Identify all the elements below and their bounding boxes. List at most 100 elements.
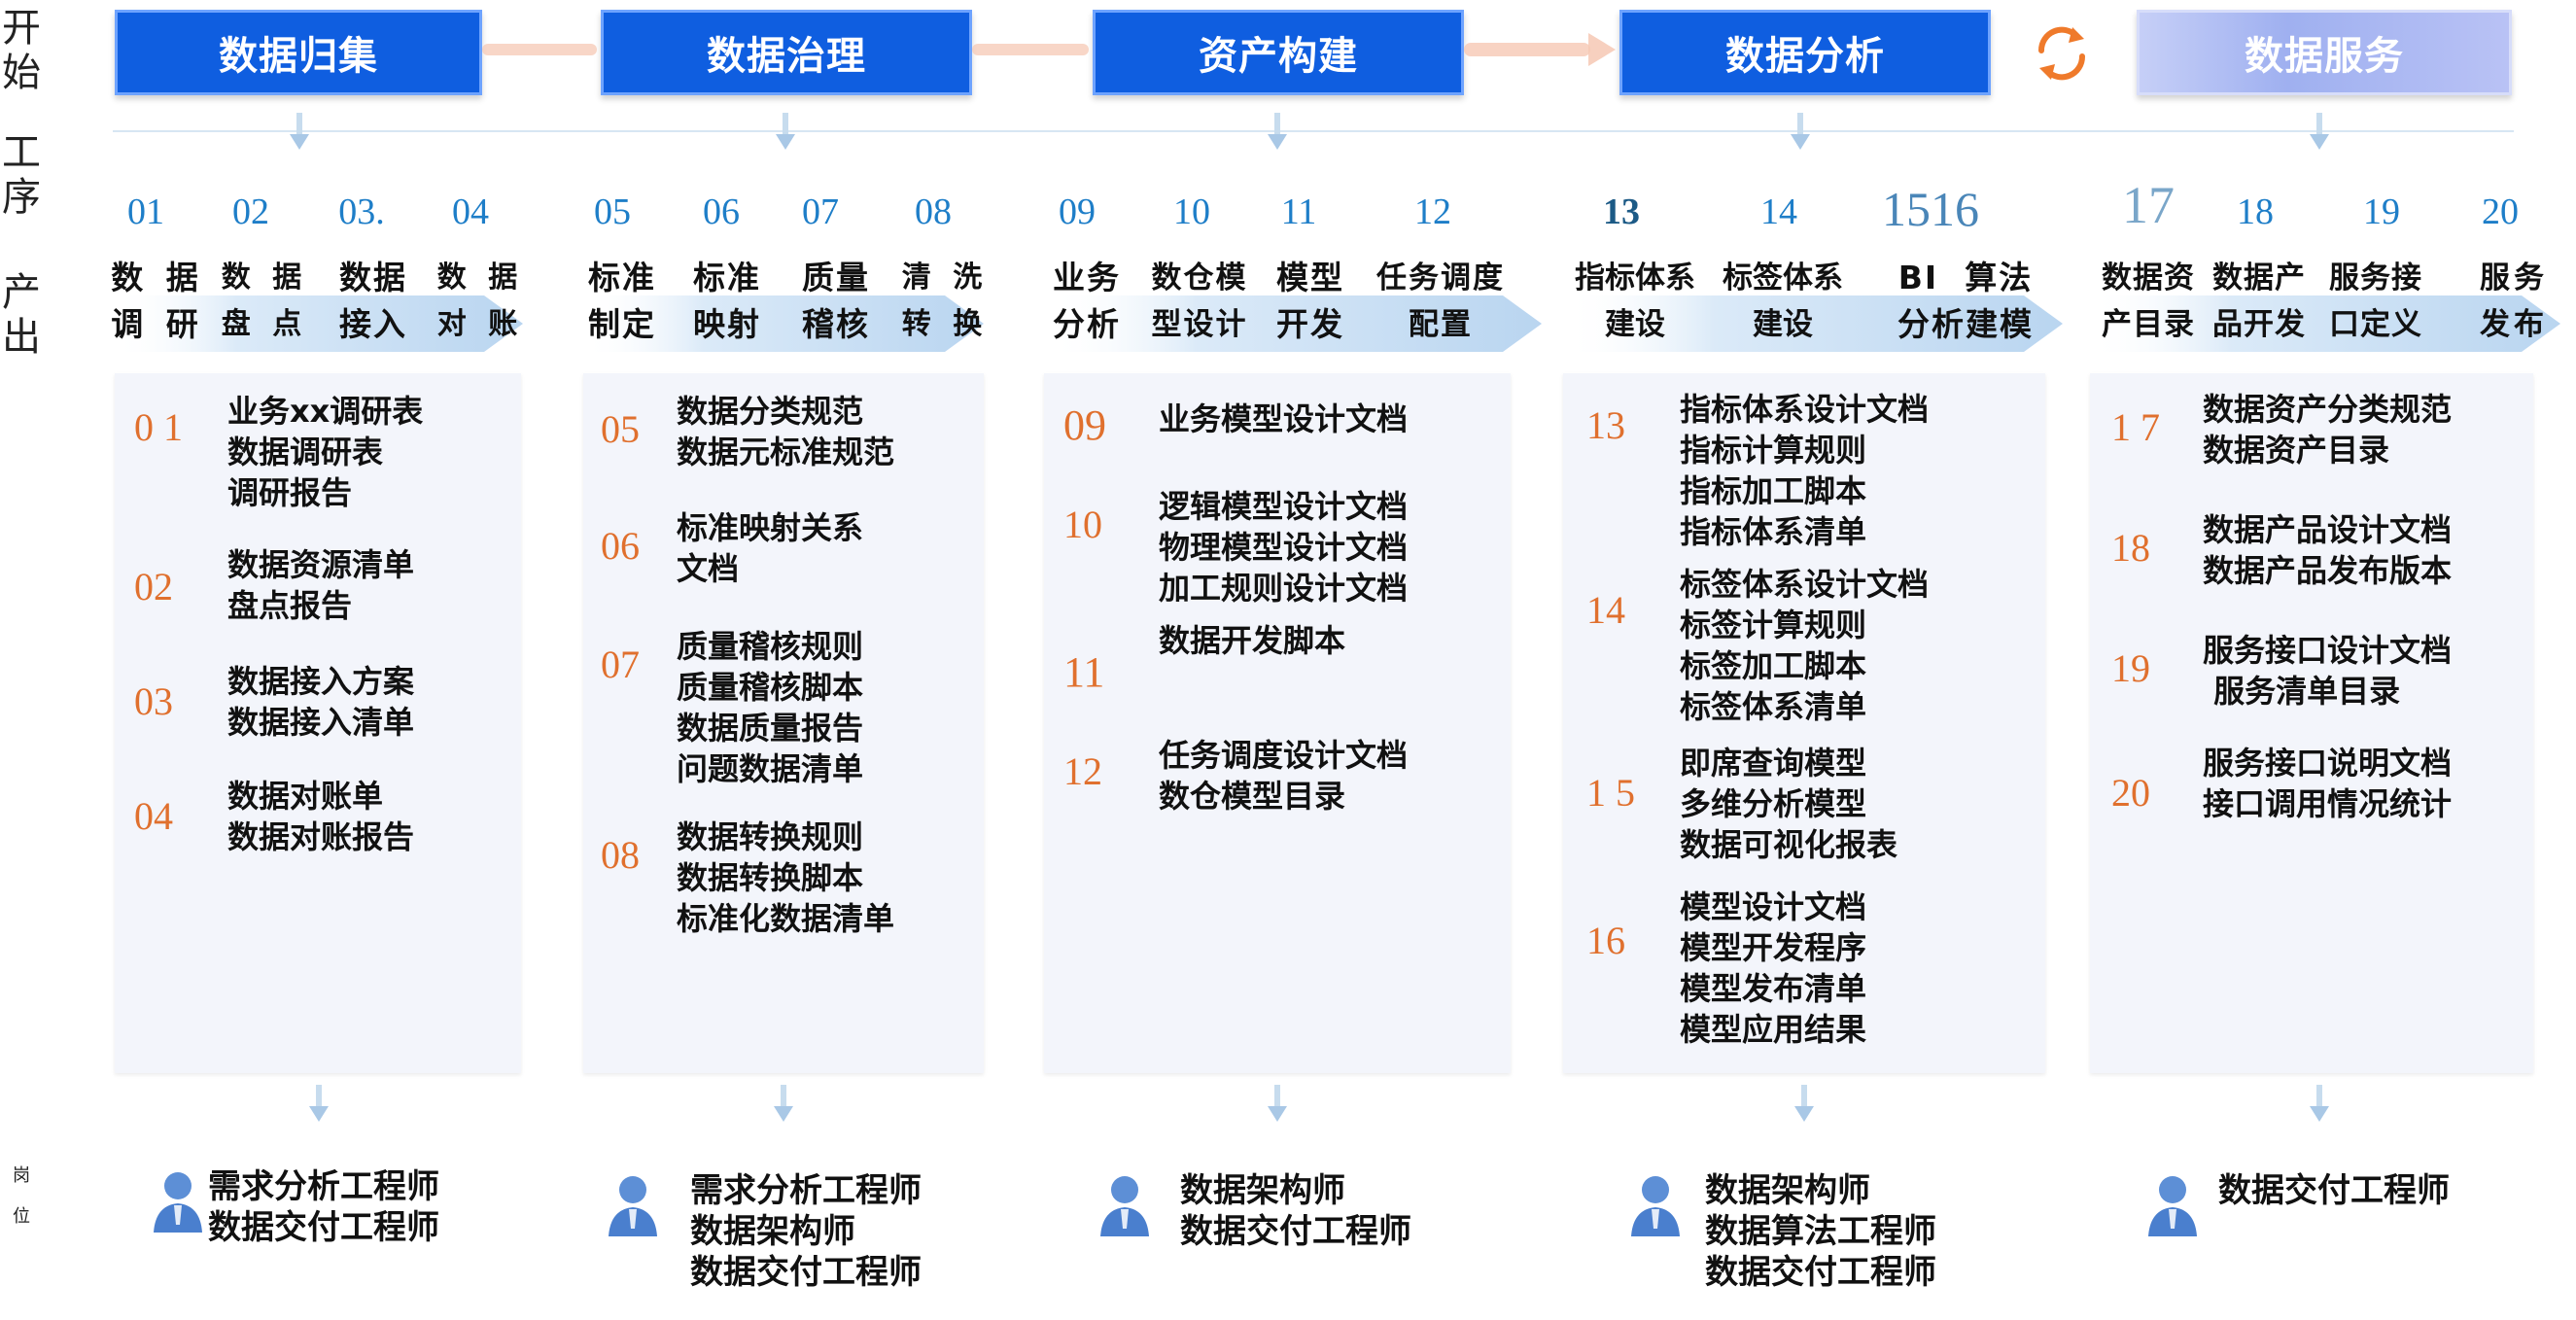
step-label: 数仓模 型设计 [1151, 261, 1248, 342]
output-item-number: 1 7 [2111, 405, 2160, 449]
output-line: 数据资源清单 [227, 546, 415, 583]
step-label: 数据资 产目录 [2102, 261, 2195, 342]
output-item-number: 14 [1586, 588, 1625, 632]
process-ribbon [1565, 295, 2063, 352]
row-label-process-1: 工 [2, 130, 41, 174]
step-number: 02 [232, 191, 269, 232]
role-name: 数据交付工程师 [208, 1208, 439, 1247]
output-line: 数据开发脚本 [1159, 622, 1346, 659]
step-label: 任务调度 配置 [1376, 261, 1505, 342]
step-number: 10 [1173, 191, 1210, 232]
output-panel-service: 1 7 数据资产分类规范 数据资产目录 18 数据产品设计文档 数据产品发布版本… [2090, 373, 2533, 1073]
output-line: 盘点报告 [227, 587, 353, 624]
output-line: 数据转换规则 [677, 818, 864, 855]
step-label: 数 据 对 账 [436, 261, 524, 341]
step-label: 模型 开发 [1276, 259, 1344, 343]
output-item-number: 20 [2111, 771, 2150, 815]
down-arrow-icon [1794, 1085, 1814, 1122]
output-item-lines: 即席查询模型 多维分析模型 数据可视化报表 [1680, 743, 1897, 865]
output-line: 数据对账报告 [227, 818, 415, 855]
row-label-post: 岗 位 [2, 1155, 41, 1236]
output-line: 业务模型设计文档 [1159, 400, 1409, 437]
output-item-number: 12 [1063, 749, 1102, 793]
step-label: 清 洗 转 换 [901, 261, 989, 341]
output-item-number: 13 [1586, 403, 1625, 447]
process-ribbon [2090, 295, 2560, 352]
step-label: 指标体系 建设 [1575, 261, 1695, 342]
row-label-process: 工 序 [2, 130, 41, 220]
role-name: 数据交付工程师 [1180, 1212, 1411, 1251]
role-names: 数据架构师 数据算法工程师 数据交付工程师 [1705, 1170, 1936, 1293]
output-line: 指标加工脚本 [1680, 472, 1867, 509]
output-item-number: 08 [601, 833, 640, 877]
output-item-lines: 指标体系设计文档 指标计算规则 指标加工脚本 指标体系清单 [1680, 389, 1929, 552]
output-line: 指标体系设计文档 [1680, 391, 1930, 428]
process-ribbon [115, 295, 523, 352]
role-names: 需求分析工程师 数据交付工程师 [208, 1166, 439, 1248]
output-line: 数仓模型目录 [1159, 778, 1346, 815]
refresh-icon [2037, 26, 2086, 81]
output-line: 数据接入方案 [227, 663, 415, 700]
output-line: 标准化数据清单 [677, 900, 895, 937]
output-item-lines: 数据接入方案 数据接入清单 [227, 661, 414, 743]
output-item-number: 10 [1063, 503, 1102, 546]
output-line: 标签加工脚本 [1680, 647, 1867, 684]
output-line: 加工规则设计文档 [1159, 570, 1409, 607]
row-label-process-2: 序 [2, 175, 41, 219]
engineer-avatar-icon [1100, 1176, 1149, 1236]
down-arrow-icon [1791, 113, 1810, 150]
phase-link-arrow [1464, 33, 1616, 66]
output-item-lines: 数据产品设计文档 数据产品发布版本 [2203, 509, 2452, 591]
output-item-lines: 服务接口设计文档 服务清单目录 [2203, 630, 2452, 712]
down-arrow-icon [2310, 113, 2329, 150]
output-line: 标签体系清单 [1680, 688, 1867, 725]
down-arrow-icon [290, 113, 309, 150]
role-name: 数据架构师 [1705, 1171, 1870, 1210]
output-item-number: 11 [1063, 648, 1105, 696]
phase-link-arrow [482, 44, 597, 55]
row-label-start: 开 始 [2, 6, 41, 95]
engineer-avatar-icon [2148, 1176, 2197, 1236]
output-panel-collection: 0 1 业务xx调研表 数据调研表 调研报告 02 数据资源清单 盘点报告 03… [115, 373, 521, 1073]
output-line: 逻辑模型设计文档 [1159, 488, 1409, 525]
step-number: 01 [127, 191, 164, 232]
step-number: 20 [2482, 191, 2519, 232]
output-item-lines: 数据转换规则 数据转换脚本 标准化数据清单 [677, 816, 894, 939]
output-line: 指标体系清单 [1680, 513, 1867, 550]
output-line: 质量稽核规则 [677, 628, 864, 665]
role-names: 数据架构师 数据交付工程师 [1180, 1170, 1411, 1252]
step-number: 03. [338, 191, 385, 232]
output-line: 模型应用结果 [1680, 1011, 1867, 1048]
output-item-number: 09 [1063, 401, 1106, 449]
output-item-lines: 数据分类规范 数据元标准规范 [677, 391, 894, 472]
output-line: 模型开发程序 [1680, 929, 1867, 966]
phase-label: 数据治理 [707, 34, 866, 79]
step-number: 14 [1760, 191, 1797, 232]
row-label-output-2: 出 [2, 315, 41, 359]
output-item-lines: 业务模型设计文档 [1159, 399, 1408, 439]
output-item-lines: 数据资产分类规范 数据资产目录 [2203, 389, 2452, 470]
output-item-number: 03 [134, 679, 173, 723]
row-label-post-1: 岗 [13, 1165, 30, 1185]
output-item-lines: 模型设计文档 模型开发程序 模型发布清单 模型应用结果 [1680, 886, 1866, 1050]
step-label: 业务 分析 [1053, 259, 1121, 343]
output-line: 模型发布清单 [1680, 970, 1867, 1007]
output-line: 任务调度设计文档 [1159, 737, 1409, 774]
process-ribbon [1050, 295, 1542, 352]
role-name: 数据架构师 [690, 1212, 855, 1251]
role-name: 数据架构师 [1180, 1171, 1345, 1210]
output-line: 业务xx调研表 [227, 393, 424, 430]
output-line: 标准映射关系 [677, 509, 864, 546]
output-item-number: 1 5 [1586, 771, 1635, 815]
row-label-output: 产 出 [2, 270, 41, 360]
down-arrow-icon [776, 113, 795, 150]
output-item-number: 02 [134, 565, 173, 608]
output-line: 服务接口设计文档 [2203, 632, 2453, 669]
output-item-number: 05 [601, 407, 640, 451]
output-line: 数据转换脚本 [677, 859, 864, 896]
row-label-output-1: 产 [2, 270, 41, 314]
output-item-lines: 标签体系设计文档 标签计算规则 标签加工脚本 标签体系清单 [1680, 564, 1929, 727]
phase-label: 数据分析 [1725, 34, 1885, 79]
output-panel-governance: 05 数据分类规范 数据元标准规范 06 标准映射关系 文档 07 质量稽核规则… [583, 373, 984, 1073]
output-item-lines: 数据资源清单 盘点报告 [227, 544, 414, 626]
